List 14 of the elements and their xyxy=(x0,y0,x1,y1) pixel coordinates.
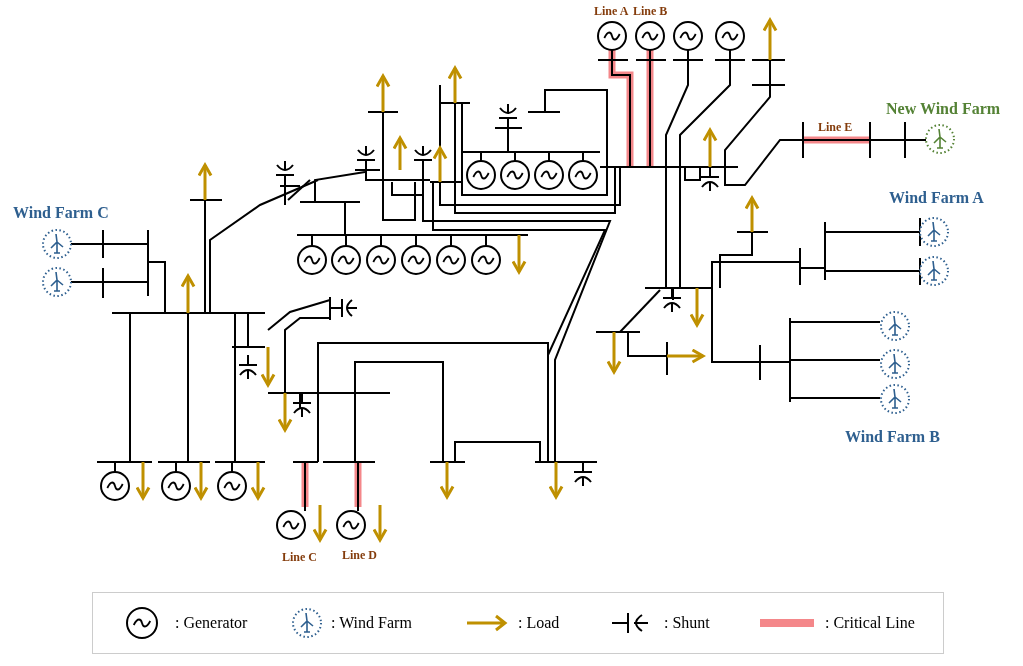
wind-farm-label: Wind Farm C xyxy=(13,205,109,221)
legend-label: : Wind Farm xyxy=(331,615,412,631)
wind-farm-label: New Wind Farm xyxy=(886,101,1001,117)
wind-farm-label: Wind Farm B xyxy=(845,429,940,445)
wind-farm-label: Wind Farm A xyxy=(889,190,984,206)
legend-label: : Generator xyxy=(175,615,248,631)
line-label: Line E xyxy=(818,121,853,133)
line-label: Line B xyxy=(633,5,668,17)
line-label: Line A xyxy=(594,5,629,17)
line-label: Line C xyxy=(282,551,317,563)
legend-label: : Load xyxy=(518,615,560,631)
line-label: Line D xyxy=(342,549,377,561)
legend-label: : Critical Line xyxy=(825,615,915,631)
legend-label: : Shunt xyxy=(664,615,710,631)
